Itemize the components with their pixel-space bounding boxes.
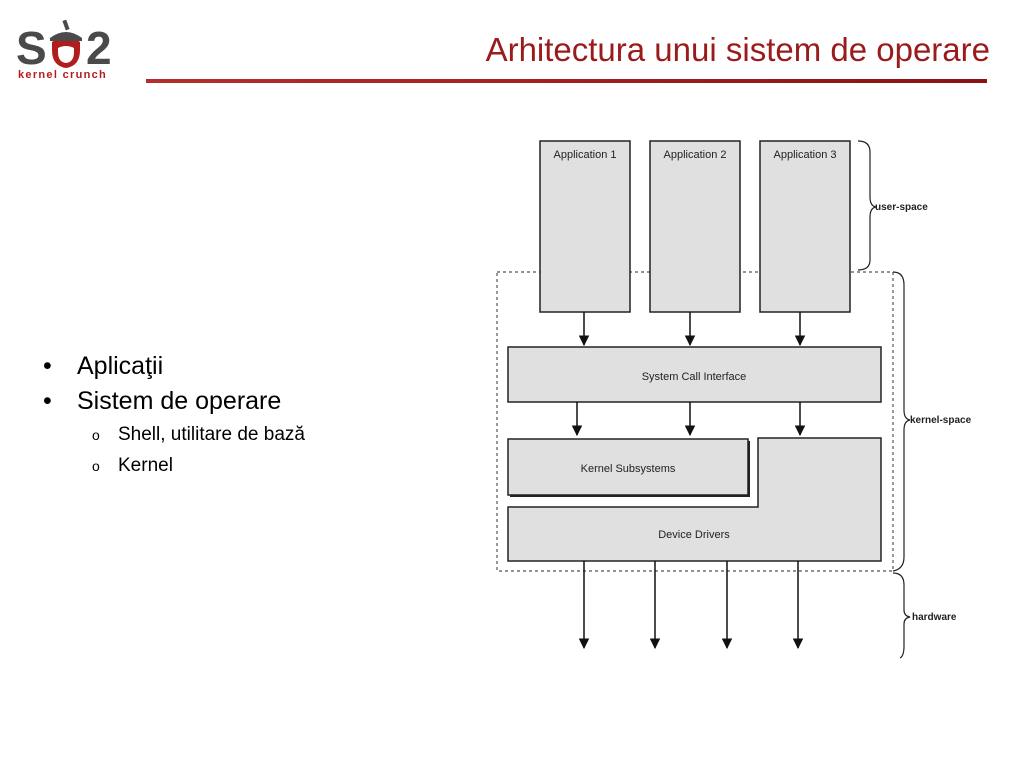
kernel-subsystems-box: Kernel Subsystems [507, 438, 750, 497]
slide-title: Arhitectura unui sistem de operare [485, 31, 990, 68]
sub-bullet-text: Shell, utilitare de bază [118, 424, 305, 445]
kernel-space-label: kernel-space [910, 415, 972, 426]
application-label: Application 2 [664, 149, 727, 161]
application-box: Application 1 [539, 140, 631, 313]
hardware-label: hardware [912, 612, 957, 623]
logo-subtitle: kernel crunch [18, 69, 108, 81]
bullet-item: • Aplicaţii [40, 349, 305, 384]
svg-text:S: S [16, 22, 47, 72]
application-label: Application 1 [554, 149, 617, 161]
syscall-box: System Call Interface [507, 346, 882, 403]
sub-bullet-item: o Shell, utilitare de bază [40, 419, 305, 450]
kernel-subsystems-label: Kernel Subsystems [581, 463, 676, 475]
svg-text:2: 2 [86, 22, 112, 72]
bullet-dot-icon: • [43, 352, 52, 380]
bullet-text: Aplicaţii [77, 352, 164, 380]
sub-bullet-item: o Kernel [40, 450, 305, 481]
kernel-space-brace: kernel-space [892, 271, 972, 572]
user-space-label: user-space [875, 202, 928, 213]
so2-logo: S 2 [14, 12, 134, 88]
circle-bullet-icon: o [92, 427, 100, 443]
bullet-list: • Aplicaţii • Sistem de operare o Shell,… [40, 349, 305, 481]
application-label: Application 3 [774, 149, 837, 161]
bullet-text: Sistem de operare [77, 387, 282, 415]
user-space-brace: user-space [857, 140, 928, 271]
logo-graphic: S 2 [16, 19, 112, 74]
device-drivers-label: Device Drivers [658, 529, 730, 541]
bullet-item: • Sistem de operare [40, 384, 305, 419]
bullet-dot-icon: • [43, 387, 52, 415]
circle-bullet-icon: o [92, 458, 100, 474]
architecture-diagram: Application 1 Application 2 Application … [496, 140, 972, 659]
syscall-label: System Call Interface [642, 371, 747, 383]
device-drivers-box: Device Drivers [507, 437, 882, 562]
title-underline [146, 79, 987, 83]
hardware-brace: hardware [892, 572, 957, 659]
application-box: Application 2 [649, 140, 741, 313]
sub-bullet-text: Kernel [118, 455, 173, 476]
application-box: Application 3 [759, 140, 851, 313]
